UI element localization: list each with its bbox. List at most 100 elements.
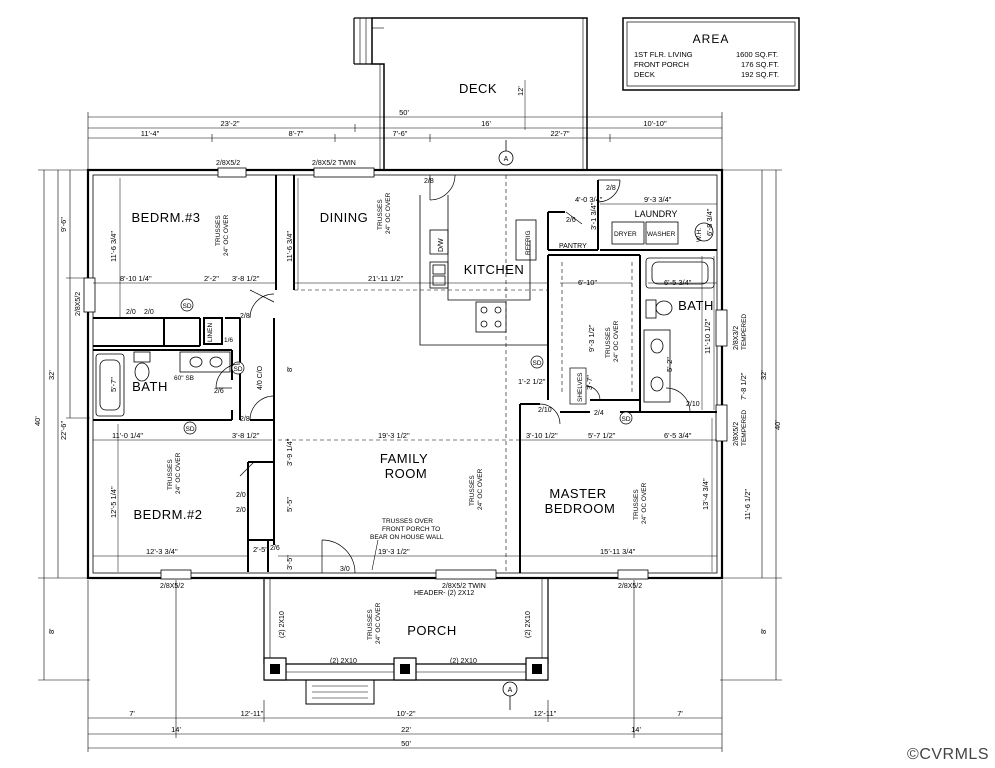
dashed-lines bbox=[278, 175, 633, 573]
bottom-dimensions bbox=[87, 580, 723, 752]
right-dimensions bbox=[720, 169, 782, 681]
room-label-laundry: LAUNDRY bbox=[635, 209, 678, 219]
dim-b2-3-5: 3'-5" bbox=[285, 555, 294, 570]
dim-mb-3-10: 3'-10 1/2" bbox=[526, 431, 558, 440]
dim-b2-h: 12'-5 1/4" bbox=[109, 486, 118, 518]
dim-top-8-7: 8'-7" bbox=[289, 129, 304, 138]
kitchen-counters bbox=[419, 195, 548, 346]
fixture-refrig: REFRIG bbox=[525, 230, 532, 255]
laundry-appliances bbox=[611, 221, 714, 245]
dim-b2-w2: 12'-3 3/4" bbox=[146, 547, 178, 556]
dim-b3-h: 11'-6 3/4" bbox=[109, 231, 118, 262]
dim-bot-12-11a: 12'-11" bbox=[241, 709, 264, 718]
window-label-4: 2/8X5/2 bbox=[160, 583, 184, 590]
dim-b2-3-9: 3'-9 1/4" bbox=[285, 438, 294, 466]
dim-lau-9-3: 9'-3 3/4" bbox=[644, 195, 672, 204]
area-value-porch: 176 SQ.FT. bbox=[741, 60, 779, 69]
dim-right-40: 40' bbox=[773, 420, 782, 430]
fixture-pantry: PANTRY bbox=[559, 243, 587, 250]
dim-bot-22: 22' bbox=[401, 725, 411, 734]
dim-left-9-6: 9'-6" bbox=[59, 217, 68, 232]
door-front: 3/0 bbox=[340, 566, 350, 573]
window-label-1: 2/8X5/2 bbox=[216, 160, 240, 167]
bath-fixtures bbox=[95, 257, 715, 417]
door-master-bath: 2/4 bbox=[594, 410, 604, 417]
door-master-bath-2: 2/10 bbox=[686, 401, 700, 408]
section-markers bbox=[498, 140, 518, 710]
sd-icon-3: SD bbox=[185, 426, 194, 433]
dim-b3-3-8: 3'-8 1/2" bbox=[232, 274, 260, 283]
dim-top-7-6: 7'-6" bbox=[393, 129, 408, 138]
dim-b3-2-2: 2'-2" bbox=[204, 274, 219, 283]
dim-b2-w1: 11'-0 1/4" bbox=[112, 431, 143, 440]
dim-b2-2-5: 2'-5" bbox=[253, 545, 268, 554]
dim-din-w: 21'-11 1/2" bbox=[368, 274, 404, 283]
tempered-note-2: TEMPERED bbox=[741, 410, 748, 446]
dim-clo-9-3: 9'-3 1/2" bbox=[587, 324, 596, 352]
door-master-closet: 2/10 bbox=[538, 407, 552, 414]
porch-beam-mid-left: (2) 2X10 bbox=[330, 658, 357, 665]
trusses-note-porch-1: TRUSSES bbox=[367, 609, 374, 640]
dim-b2-5-5: 5'-5" bbox=[285, 497, 294, 512]
area-table: AREA 1ST FLR. LIVING 1600 SQ.FT. FRONT P… bbox=[622, 17, 800, 91]
trusses-note-b3-1: TRUSSES bbox=[215, 215, 222, 246]
dim-deck-12: 12' bbox=[516, 86, 525, 96]
dim-bath-7-8: 7'-8 1/2" bbox=[739, 372, 748, 400]
area-value-living: 1600 SQ.FT. bbox=[736, 50, 778, 59]
dim-hall-8: 8' bbox=[285, 366, 294, 372]
fixture-dryer: DRYER bbox=[614, 231, 637, 238]
area-label-deck: DECK bbox=[634, 70, 655, 79]
dim-b2-3-8: 3'-8 1/2" bbox=[232, 431, 260, 440]
dim-top-16: 16' bbox=[481, 119, 491, 128]
dim-bath-5-7: 5'-7" bbox=[109, 377, 118, 392]
room-label-master-2: BEDROOM bbox=[545, 501, 616, 516]
dim-mb-1-2: 1'-2 1/2" bbox=[518, 377, 546, 386]
dim-top-23-2: 23'-2" bbox=[220, 119, 239, 128]
doors bbox=[215, 174, 691, 574]
room-label-bedroom3: BEDRM.#3 bbox=[131, 210, 200, 225]
dim-din-h: 11'-6 3/4" bbox=[285, 231, 294, 262]
interior-walls bbox=[93, 175, 717, 573]
window-label-6: 2/8X5/2 bbox=[618, 583, 642, 590]
dim-left-8: 8' bbox=[47, 628, 56, 634]
door-laundry: 2/8 bbox=[606, 185, 616, 192]
area-label-porch: FRONT PORCH bbox=[634, 60, 689, 69]
area-title: AREA bbox=[693, 32, 730, 46]
door-bath: 2/6 bbox=[214, 388, 224, 395]
room-label-dining: DINING bbox=[320, 210, 369, 225]
windows bbox=[83, 167, 728, 580]
dim-bot-14b: 14' bbox=[631, 725, 641, 734]
area-label-living: 1ST FLR. LIVING bbox=[634, 50, 693, 59]
sd-icon-4: SD bbox=[532, 360, 541, 367]
door-linen: 1/6 bbox=[224, 337, 233, 344]
porch-beam-left: (2) 2X10 bbox=[279, 611, 286, 638]
window-label-3: 2/8X5/2 bbox=[75, 292, 82, 316]
dim-bot-7a: 7' bbox=[129, 709, 135, 718]
dim-right-32: 32' bbox=[759, 370, 768, 380]
fixture-sb: 60" SB bbox=[174, 375, 194, 382]
section-marker-bottom: A bbox=[508, 687, 513, 694]
room-label-bedroom2: BEDRM.#2 bbox=[133, 507, 202, 522]
trusses-note-din-1: TRUSSES bbox=[377, 199, 384, 230]
top-dimensions bbox=[87, 112, 723, 172]
dim-left-22-6: 22'-6" bbox=[59, 421, 68, 440]
sd-icon-5: SD bbox=[621, 416, 630, 423]
room-label-bath-hall: BATH bbox=[132, 379, 168, 394]
dim-lau-h: 6'-8 3/4" bbox=[705, 208, 714, 236]
dim-clo-6-10: 6'-10" bbox=[578, 278, 597, 287]
door-b3-closet-b: 2/0 bbox=[144, 309, 154, 316]
window-label-7: 2/8X3/2 bbox=[733, 326, 740, 350]
trusses-note-fr-1: TRUSSES bbox=[469, 475, 476, 506]
trusses-note-mb-2: 24" OC OVER bbox=[641, 482, 648, 524]
dim-top-50: 50' bbox=[399, 108, 409, 117]
trusses-note-din-2: 24" OC OVER bbox=[385, 192, 392, 234]
fixture-shelves: SHELVES bbox=[577, 372, 584, 402]
dim-bot-12-11b: 12'-11" bbox=[534, 709, 557, 718]
window-label-5: 2/8X5/2 TWIN bbox=[442, 583, 486, 590]
dim-b3-w: 8'-10 1/4" bbox=[120, 274, 152, 283]
door-b3-closet-a: 2/0 bbox=[126, 309, 136, 316]
room-label-family-2: ROOM bbox=[385, 466, 427, 481]
room-label-kitchen: KITCHEN bbox=[464, 262, 525, 277]
trusses-note-b2-1: TRUSSES bbox=[167, 459, 174, 490]
